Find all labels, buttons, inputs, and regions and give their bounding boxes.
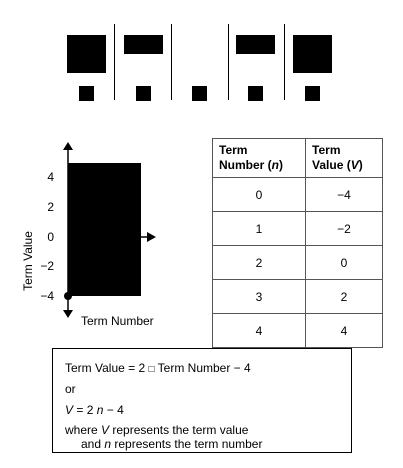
formula-box: Term Value = 2 □ Term Number − 4 or V = … — [52, 348, 352, 453]
graph-area — [63, 142, 156, 318]
cell-term-value: −4 — [305, 177, 383, 212]
formula-var-n: n — [96, 403, 104, 417]
table-row: 2 0 — [211, 245, 383, 280]
formula-line-5-var: n — [104, 437, 112, 451]
formula-line-4-start: where — [65, 423, 102, 437]
y-axis-down-arrow — [63, 310, 73, 318]
pattern-stage-2-unit — [192, 86, 207, 101]
formula-var-v: V — [65, 403, 74, 417]
cell-term-number: 0 — [211, 177, 307, 212]
pattern-stage-1-unit — [136, 86, 151, 101]
pattern-divider — [171, 24, 172, 100]
formula-line-3-end: − 4 — [103, 403, 124, 417]
pattern-stage-1-block — [124, 35, 163, 54]
y-axis-up-arrow — [63, 142, 73, 150]
cell-term-number: 2 — [211, 245, 307, 280]
y-tick-label: −2 — [40, 259, 54, 273]
cell-term-number: 4 — [211, 313, 307, 348]
cell-term-value: 4 — [305, 313, 383, 348]
pattern-stage-0-unit — [79, 86, 94, 101]
missing-symbol-box: □ — [148, 364, 155, 375]
cell-term-value: 0 — [305, 245, 383, 280]
formula-line-1: Term Value = 2 □ Term Number − 4 — [65, 361, 251, 375]
pattern-stage-0-block — [67, 35, 106, 73]
formula-line-1-end: Term Number − 4 — [154, 361, 251, 375]
table-row: 3 2 — [211, 279, 383, 314]
header-term-value: Term Value (V) — [305, 138, 383, 178]
formula-line-3-mid: = 2 — [73, 403, 97, 417]
pattern-stage-3-block — [236, 35, 275, 54]
pattern-divider — [284, 24, 285, 100]
header-term-number-line2: Number ( — [219, 158, 272, 172]
header-term-value-var: V — [350, 158, 359, 172]
cell-term-number: 1 — [211, 211, 307, 246]
cell-term-number: 3 — [211, 279, 307, 314]
header-term-number-var: n — [271, 158, 280, 172]
x-axis-right-arrow — [147, 232, 156, 242]
y-tick-label: 2 — [47, 200, 54, 214]
header-term-value-line2: Value ( — [312, 158, 351, 172]
cell-term-value: −2 — [305, 211, 383, 246]
header-term-value-close: ) — [358, 158, 363, 172]
cell-term-value: 2 — [305, 279, 383, 314]
y-tick-label: 4 — [47, 170, 54, 184]
pattern-stage-4-block — [293, 35, 332, 73]
y-tick-label: −4 — [40, 289, 54, 303]
header-term-number-line1: Term — [219, 143, 248, 157]
formula-line-1-start: Term Value = 2 — [65, 361, 149, 375]
shaded-region — [68, 163, 141, 296]
header-term-number-close: ) — [279, 158, 284, 172]
formula-line-4-var: V — [101, 423, 110, 437]
x-axis-label: Term Number — [81, 314, 154, 328]
table-row: 0 −4 — [211, 177, 383, 212]
formula-line-4: where V represents the term value — [65, 423, 248, 437]
point-marker — [64, 292, 72, 300]
formula-line-4-end: represents the term value — [109, 423, 249, 437]
formula-line-5: and n represents the term number — [81, 437, 262, 451]
formula-line-5-start: and — [81, 437, 105, 451]
table-row: 4 4 — [211, 313, 383, 348]
pattern-stage-3-unit — [248, 86, 263, 101]
header-term-number: Term Number (n) — [211, 138, 307, 178]
header-term-value-line1: Term — [312, 143, 341, 157]
pattern-stage-4-unit — [305, 86, 320, 101]
y-axis-label: Term Value — [21, 231, 35, 291]
pattern-divider — [114, 24, 115, 100]
pattern-divider — [228, 24, 229, 100]
term-table: Term Number (n) Term Value (V) 0 −4 1 −2… — [211, 138, 383, 348]
formula-line-5-end: represents the term number — [111, 437, 263, 451]
y-tick-label: 0 — [47, 230, 54, 244]
formula-line-2: or — [65, 382, 76, 396]
table-row: 1 −2 — [211, 211, 383, 246]
formula-line-3: V = 2 n − 4 — [65, 403, 124, 417]
